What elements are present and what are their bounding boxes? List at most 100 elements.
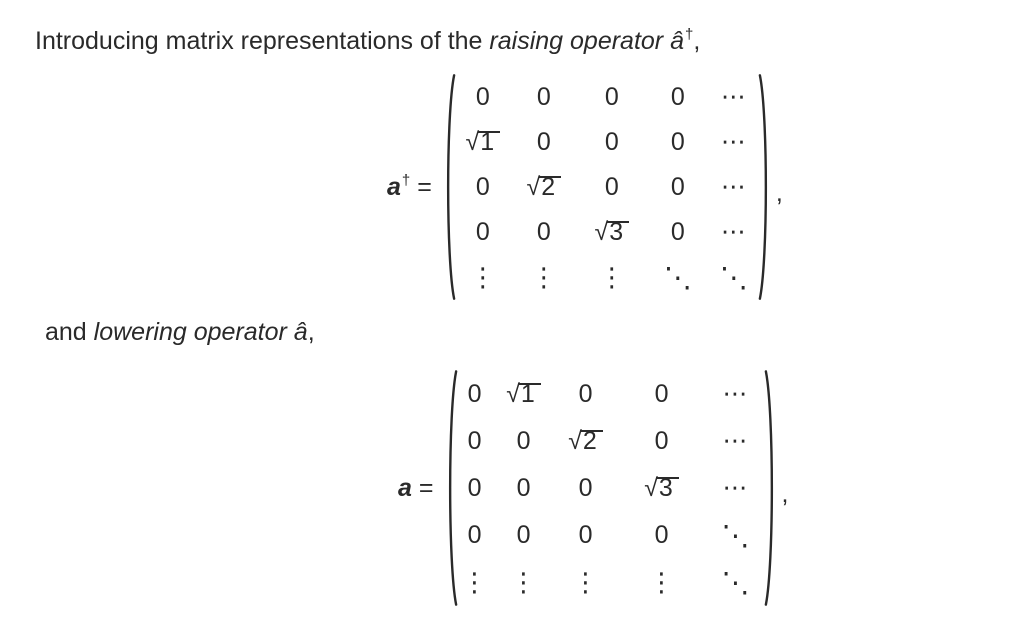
matrix-cell: ⋮ xyxy=(598,261,625,292)
operator-a-symbol: a xyxy=(398,473,412,502)
matrix-cell: ⋯ xyxy=(722,380,749,408)
matrix-cell: 0 xyxy=(578,520,593,549)
matrix-cell: 0 xyxy=(578,473,593,502)
matrix-cell: 0 xyxy=(475,217,490,246)
right-parenthesis xyxy=(758,73,773,301)
matrix-cell: √2 xyxy=(556,418,616,465)
radicand: 2 xyxy=(582,426,597,455)
dagger-superscript: † xyxy=(401,172,411,189)
matrix-cell: ⋯ xyxy=(720,128,747,156)
matrix-row: 0 0 0 √3 ⋯ xyxy=(458,465,764,512)
matrix-cell: ⋮ xyxy=(469,261,496,292)
matrix-row: 0 √1 0 0 ⋯ xyxy=(458,371,764,418)
matrix-cell: 0 xyxy=(578,379,593,408)
left-parenthesis xyxy=(443,369,458,607)
matrix-cell: 0 xyxy=(604,172,619,201)
radicand: 2 xyxy=(541,172,556,201)
sqrt-expression: √2 xyxy=(526,172,562,201)
matrix-row: 0 0 0 0 ⋯ xyxy=(456,75,758,120)
lowering-operator-emphasis: lowering operator xyxy=(93,318,294,346)
right-parenthesis xyxy=(764,369,779,607)
sqrt-expression: √1 xyxy=(506,379,541,408)
sqrt-expression: √3 xyxy=(644,473,679,502)
radicand: 3 xyxy=(609,217,624,246)
a-hat-symbol: â xyxy=(293,318,308,346)
intro-text-lowering: and lowering operator â, xyxy=(45,314,315,350)
matrix-cell: 0 xyxy=(654,520,669,549)
matrix-cell: ⋮ xyxy=(461,566,488,597)
matrix-cell: 0 xyxy=(516,473,531,502)
matrix-cell: ⋮ xyxy=(530,261,557,292)
matrix-cell: 0 xyxy=(516,520,531,549)
intro-raising-suffix: , xyxy=(693,27,701,55)
intro-raising-prefix: Introducing matrix representations of th… xyxy=(35,27,490,55)
radical-overline xyxy=(538,175,562,178)
dagger-superscript: † xyxy=(684,26,694,43)
radical-sign: √ xyxy=(568,426,582,455)
radical-overline xyxy=(656,476,679,479)
radicand: 1 xyxy=(520,379,535,408)
radical-overline xyxy=(606,220,630,223)
equals-sign: = xyxy=(417,173,432,201)
matrix-cell: 0 xyxy=(670,172,685,201)
matrix-cell: 0 xyxy=(604,127,619,156)
matrix-cell: ⋯ xyxy=(720,173,747,201)
matrix-cell: 0 xyxy=(604,82,619,111)
radical-sign: √ xyxy=(526,172,541,201)
matrix-cell: ⋮ xyxy=(510,566,537,597)
radical-overline xyxy=(477,130,501,133)
matrix-cell: 0 xyxy=(536,127,551,156)
matrix-cell: ⋯ xyxy=(722,474,749,502)
matrix-cell: ⋱ xyxy=(721,519,750,551)
matrix-cell: ⋱ xyxy=(721,566,750,598)
matrix-cell: 0 xyxy=(467,426,482,455)
sqrt-expression: √2 xyxy=(568,426,603,455)
radical-overline xyxy=(580,429,603,432)
radical-overline xyxy=(518,382,541,385)
sqrt-expression: √1 xyxy=(466,129,501,155)
matrix-cell: ⋯ xyxy=(720,218,747,246)
raising-equation-lhs: a†= xyxy=(387,172,432,202)
matrix-cell: 0 xyxy=(467,473,482,502)
matrix-cell: 0 xyxy=(670,127,685,156)
matrix-cell: 0 xyxy=(670,217,685,246)
equals-sign: = xyxy=(418,473,434,502)
matrix-cell: 0 xyxy=(654,379,669,408)
matrix-cell: 0 xyxy=(536,217,551,246)
matrix-cell: ⋮ xyxy=(648,566,675,597)
matrix-cell: 0 xyxy=(670,82,685,111)
trailing-comma: , xyxy=(781,479,789,508)
intro-lowering-prefix: and xyxy=(45,318,94,346)
matrix-row: ⋮ ⋮ ⋮ ⋮ ⋱ xyxy=(458,559,764,606)
trailing-comma: , xyxy=(775,178,783,207)
radical-sign: √ xyxy=(594,217,609,246)
intro-lowering-suffix: , xyxy=(307,318,315,346)
sqrt-expression: √3 xyxy=(594,217,630,246)
matrix-cell: 0 xyxy=(467,379,482,408)
matrix-cell: √3 xyxy=(616,465,708,512)
a-hat-symbol: â xyxy=(670,27,684,55)
radicand: 3 xyxy=(658,473,673,502)
matrix-cell: √2 xyxy=(510,165,578,210)
matrix-cell: ⋯ xyxy=(720,83,747,111)
matrix-cell: 0 xyxy=(536,82,551,111)
raising-operator-emphasis: raising operator xyxy=(489,27,671,55)
matrix-cell: 0 xyxy=(475,82,490,111)
left-parenthesis xyxy=(441,73,456,301)
matrix-cell: √1 xyxy=(456,120,510,165)
matrix-row: √1 0 0 0 ⋯ xyxy=(456,120,758,165)
matrix-cell: ⋯ xyxy=(722,427,749,455)
matrix-cell: √3 xyxy=(578,210,646,255)
matrix-cell: ⋮ xyxy=(572,566,599,597)
radical-sign: √ xyxy=(506,379,520,408)
matrix-row: ⋮⋮⋮⋱⋱ xyxy=(456,255,758,300)
matrix-cell: ⋱ xyxy=(719,261,748,293)
